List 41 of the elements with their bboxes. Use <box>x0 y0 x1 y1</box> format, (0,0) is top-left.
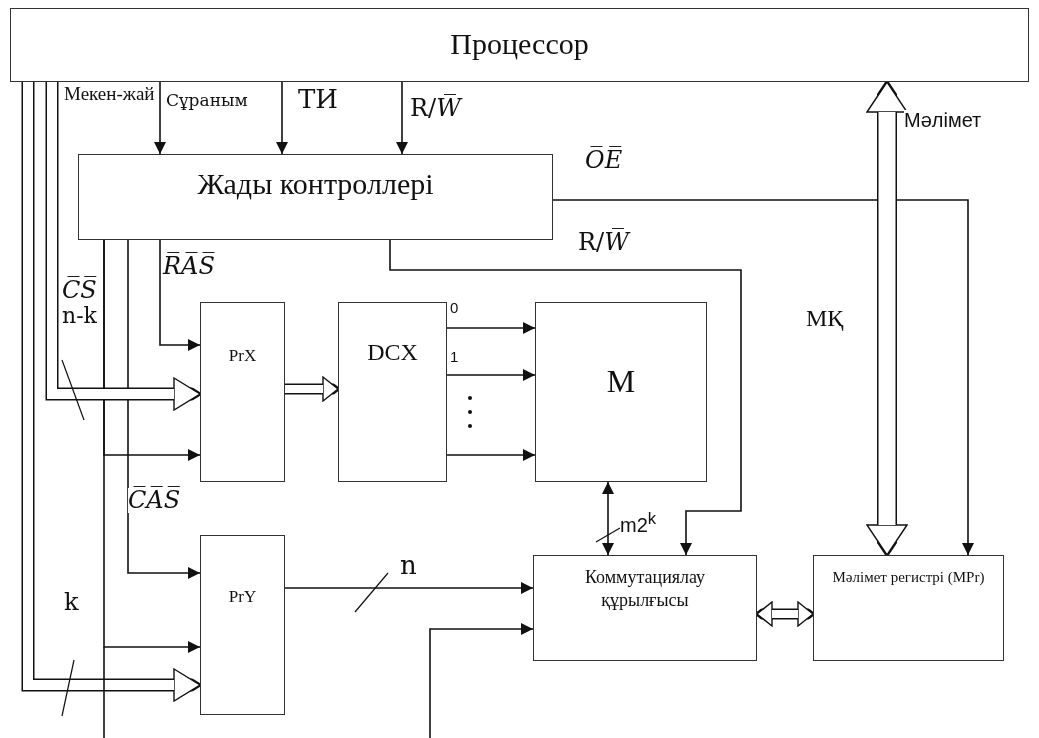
signal-arrow <box>602 481 614 556</box>
signal-label: Сұраным <box>166 92 248 110</box>
block-box <box>10 8 1029 82</box>
block-label: Жады контроллері <box>197 166 434 202</box>
signal-arrow <box>159 239 201 351</box>
signal-arrow <box>276 81 288 155</box>
block-box <box>533 555 757 661</box>
bus-label: Мекен-жай <box>64 84 156 104</box>
signal-label: 0 <box>450 300 459 316</box>
block-label: Мәлімет регистрі (MPr) <box>832 568 985 587</box>
signal-label: 1 <box>450 349 459 365</box>
block-box <box>813 555 1004 661</box>
block-box <box>338 302 447 482</box>
block-box <box>200 535 285 715</box>
signal-arrow <box>127 239 201 579</box>
bus-arrow <box>21 82 201 702</box>
signal-arrow <box>446 449 536 461</box>
signal-arrow <box>154 81 166 155</box>
signal-arrow <box>284 582 534 594</box>
signal-arrow <box>389 239 742 556</box>
block-label: PrX <box>228 345 257 367</box>
bus-arrow <box>285 376 339 402</box>
block-box <box>200 302 285 482</box>
block-box <box>78 154 553 240</box>
block-label: Процессор <box>450 26 589 62</box>
bus-label: МҚ <box>806 306 845 332</box>
signal-arrow <box>396 81 408 155</box>
signal-label: C̅A̅S̅ <box>128 488 181 514</box>
block-label: M <box>606 362 636 401</box>
signal-arrow <box>552 199 974 556</box>
block-label: PrY <box>228 586 257 608</box>
signal-arrow <box>103 239 201 653</box>
bus-arrow <box>45 82 201 411</box>
signal-arrow <box>446 322 536 334</box>
signal-arrow <box>429 623 534 738</box>
bus-arrow <box>866 81 908 556</box>
signal-arrow <box>446 369 536 381</box>
bus-arrow <box>756 601 814 627</box>
block-box <box>535 302 707 482</box>
block-label: DCX <box>367 338 418 367</box>
block-label: Коммутациялау құрылғысы <box>583 566 707 612</box>
